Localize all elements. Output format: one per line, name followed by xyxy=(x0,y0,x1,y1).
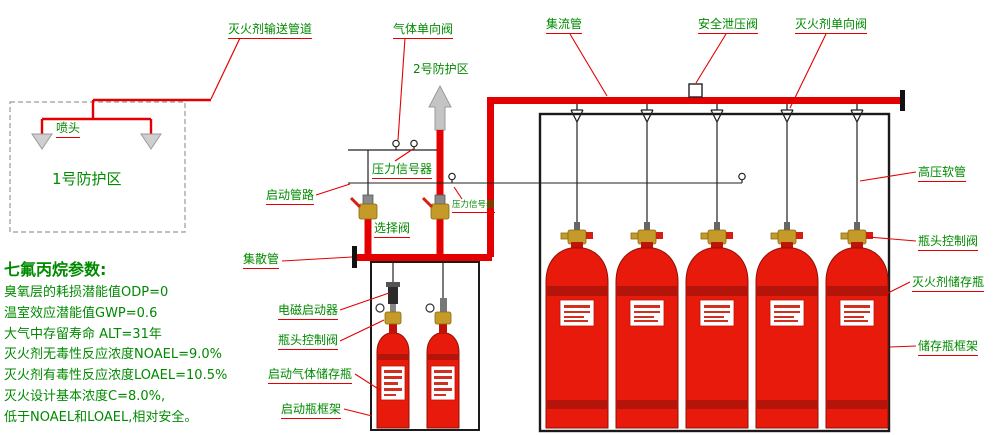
storage-cylinder xyxy=(545,103,609,429)
parameter-line: 灭火剂有毒性反应浓度LOAEL=10.5% xyxy=(4,368,228,384)
storage-cylinder xyxy=(755,103,819,429)
label-gas-check-valve: 气体单向阀 xyxy=(393,22,454,39)
parameters-title: 七氟丙烷参数: xyxy=(4,260,107,279)
selector-valve-icon xyxy=(349,193,379,221)
label-bottle-head-valve-right: 瓶头控制阀 xyxy=(918,234,979,251)
parameter-line: 臭氧层的耗损潜能值ODP=0 xyxy=(4,285,169,300)
parameter-line: 温室效应潜能值GWP=0.6 xyxy=(4,305,158,321)
label-agent-check-valve: 灭火剂单向阀 xyxy=(795,17,868,34)
gas-check-valve-icon xyxy=(410,139,418,151)
label-start-gas-bottle: 启动气体储存瓶 xyxy=(268,367,353,384)
solenoid-starter-icon xyxy=(388,287,398,304)
pressure-signal-icon xyxy=(448,172,456,184)
label-nozzle: 喷头 xyxy=(56,121,81,138)
label-start-bottle-frame: 启动瓶框架 xyxy=(281,402,342,419)
label-zone1: 1号防护区 xyxy=(52,170,122,188)
label-agent-delivery-pipe: 灭火剂输送管道 xyxy=(228,22,313,39)
label-solenoid-starter: 电磁启动器 xyxy=(278,303,339,320)
parameter-line: 灭火剂无毒性反应浓度NOAEL=9.0% xyxy=(4,347,222,363)
label-bottle-head-valve-left: 瓶头控制阀 xyxy=(278,333,339,350)
label-manifold: 集流管 xyxy=(546,17,583,34)
start-bottle-fittings xyxy=(386,261,447,312)
label-zone2: 2号防护区 xyxy=(413,62,469,76)
parameters-block: 七氟丙烷参数: 臭氧层的耗损潜能值ODP=0 温室效应潜能值GWP=0.6 大气… xyxy=(4,256,274,429)
pressure-signal-icon xyxy=(738,172,746,184)
collector-pipe xyxy=(352,246,492,268)
storage-cylinder xyxy=(685,103,749,429)
storage-cylinder xyxy=(825,103,889,429)
label-pressure-signal-small: 压力信号器 xyxy=(452,200,495,213)
label-collector-pipe: 集散管 xyxy=(243,252,280,269)
label-safety-relief-valve: 安全泄压阀 xyxy=(698,17,759,34)
label-selector-valve: 选择阀 xyxy=(374,221,411,238)
zone2-branch-pipe xyxy=(436,130,444,255)
label-storage-bottle-frame: 储存瓶框架 xyxy=(918,339,979,356)
storage-bottle-frame xyxy=(538,112,891,433)
parameter-line: 灭火设计基本浓度C=8.0%, xyxy=(4,388,166,404)
zone2-flow-arrow-icon xyxy=(428,84,452,131)
label-pressure-signal: 压力信号器 xyxy=(372,162,433,179)
start-bottle-frame xyxy=(370,261,480,431)
leader-lines xyxy=(281,33,917,417)
start-pipeline-lines xyxy=(348,149,742,195)
start-cylinder xyxy=(375,303,410,429)
zone1-piping xyxy=(40,37,241,134)
parameter-line: 低于NOAEL和LOAEL,相对安全。 xyxy=(4,409,198,425)
start-cylinder xyxy=(425,303,460,429)
safety-relief-valve-icon xyxy=(688,83,703,98)
label-agent-storage-bottle: 灭火剂储存瓶 xyxy=(912,275,985,292)
zone1-boundary xyxy=(9,101,186,233)
gas-check-valve-icon xyxy=(392,139,400,151)
zone1-branch-pipe xyxy=(364,218,372,255)
selector-valve-icon xyxy=(421,193,451,221)
storage-cylinder xyxy=(615,103,679,429)
spray-nozzle-icon xyxy=(31,133,53,150)
label-hp-hose: 高压软管 xyxy=(918,165,967,182)
parameter-line: 大气中存留寿命 ALT=31年 xyxy=(4,326,162,342)
main-manifold-pipe xyxy=(487,90,905,257)
label-start-pipeline: 启动管路 xyxy=(266,188,315,205)
spray-nozzle-icon xyxy=(140,133,162,150)
